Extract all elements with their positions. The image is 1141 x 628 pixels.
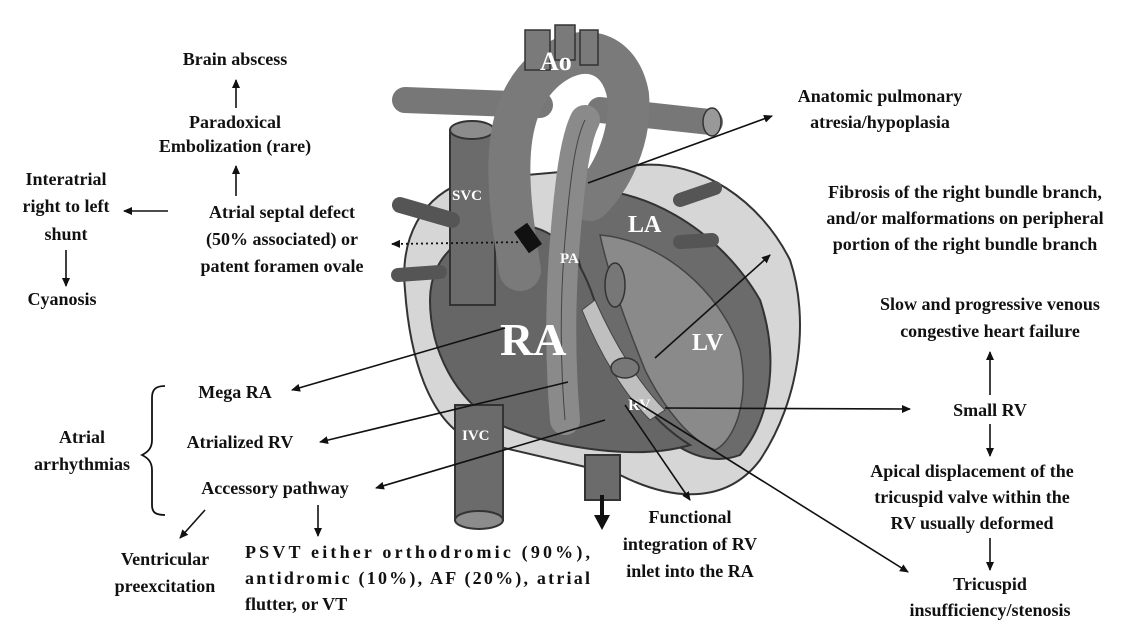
label-ra: RA (500, 314, 566, 365)
label-paradoxical-line1: Paradoxical (189, 112, 281, 132)
label-la: LA (628, 212, 662, 238)
label-pa: PA (560, 251, 579, 267)
label-psvt-line3: flutter, or VT (245, 594, 347, 614)
label-paradoxical-line2: Embolization (rare) (159, 136, 311, 157)
label-interatrial-line3: shunt (44, 224, 87, 244)
arrow-to-ventricular-preexcitation (180, 510, 205, 538)
label-apical-line1: Apical displacement of the (870, 461, 1073, 481)
label-apical-line3: RV usually deformed (890, 513, 1053, 533)
label-apical-line2: tricuspid valve within the (874, 487, 1070, 507)
label-ao: Ao (540, 47, 572, 76)
label-ventricular-preexcitation-line1: Ventricular (121, 549, 209, 569)
ivc-opening (455, 511, 503, 529)
svc-opening (450, 121, 494, 139)
label-ivc: IVC (462, 428, 490, 444)
label-functional-line3: inlet into the RA (626, 561, 754, 581)
label-functional-line2: integration of RV (623, 534, 757, 554)
label-asd-line2: (50% associated) or (206, 229, 358, 250)
label-fibrosis-line1: Fibrosis of the right bundle branch, (828, 182, 1102, 202)
label-interatrial-line2: right to left (23, 196, 110, 216)
label-tricuspid-line1: Tricuspid (953, 574, 1027, 594)
label-lv: LV (692, 330, 724, 356)
label-asd-line3: patent foramen ovale (201, 256, 364, 276)
label-anatomic-line1: Anatomic pulmonary (798, 86, 963, 106)
label-tricuspid-line2: insufficiency/stenosis (909, 600, 1070, 620)
arrow-to-small-rv (665, 408, 910, 409)
label-anatomic-line2: atresia/hypoplasia (810, 112, 950, 132)
label-svc: SVC (452, 188, 482, 204)
label-small-rv: Small RV (953, 400, 1027, 420)
label-fibrosis-line2: and/or malformations on peripheral (826, 208, 1103, 228)
label-cyanosis: Cyanosis (27, 289, 96, 309)
label-asd-line1: Atrial septal defect (209, 202, 355, 222)
label-atrial-arrhythmias-line2: arrhythmias (34, 454, 130, 474)
label-interatrial-line1: Interatrial (26, 169, 107, 189)
label-functional-line1: Functional (648, 507, 731, 527)
pulmonary-vein-left-lower (398, 272, 440, 275)
label-slow-line2: congestive heart failure (900, 321, 1080, 341)
label-mega-ra: Mega RA (198, 382, 271, 402)
label-accessory-pathway: Accessory pathway (201, 478, 348, 498)
label-fibrosis-line3: portion of the right bundle branch (833, 234, 1098, 254)
atrial-arrhythmias-brace (142, 386, 165, 515)
label-atrialized-rv: Atrialized RV (187, 432, 294, 452)
heart-illustration: Ao SVC LA PA RA LV RV IVC (398, 25, 800, 530)
label-slow-line1: Slow and progressive venous (880, 294, 1100, 314)
tricuspid-valve (611, 358, 639, 378)
pulmonary-vein-right-lower (680, 240, 712, 242)
label-brain-abscess: Brain abscess (183, 49, 288, 69)
label-psvt-line2: antidromic (10%), AF (20%), atrial (245, 568, 590, 589)
label-atrial-arrhythmias-line1: Atrial (59, 427, 105, 447)
label-psvt-line1: PSVT either orthodromic (90%), (245, 542, 590, 563)
right-annotations: Anatomic pulmonary atresia/hypoplasia Fi… (798, 86, 1104, 620)
descending-vessel (585, 455, 620, 500)
label-ventricular-preexcitation-line2: preexcitation (115, 576, 216, 596)
mitral-valve (605, 263, 625, 307)
